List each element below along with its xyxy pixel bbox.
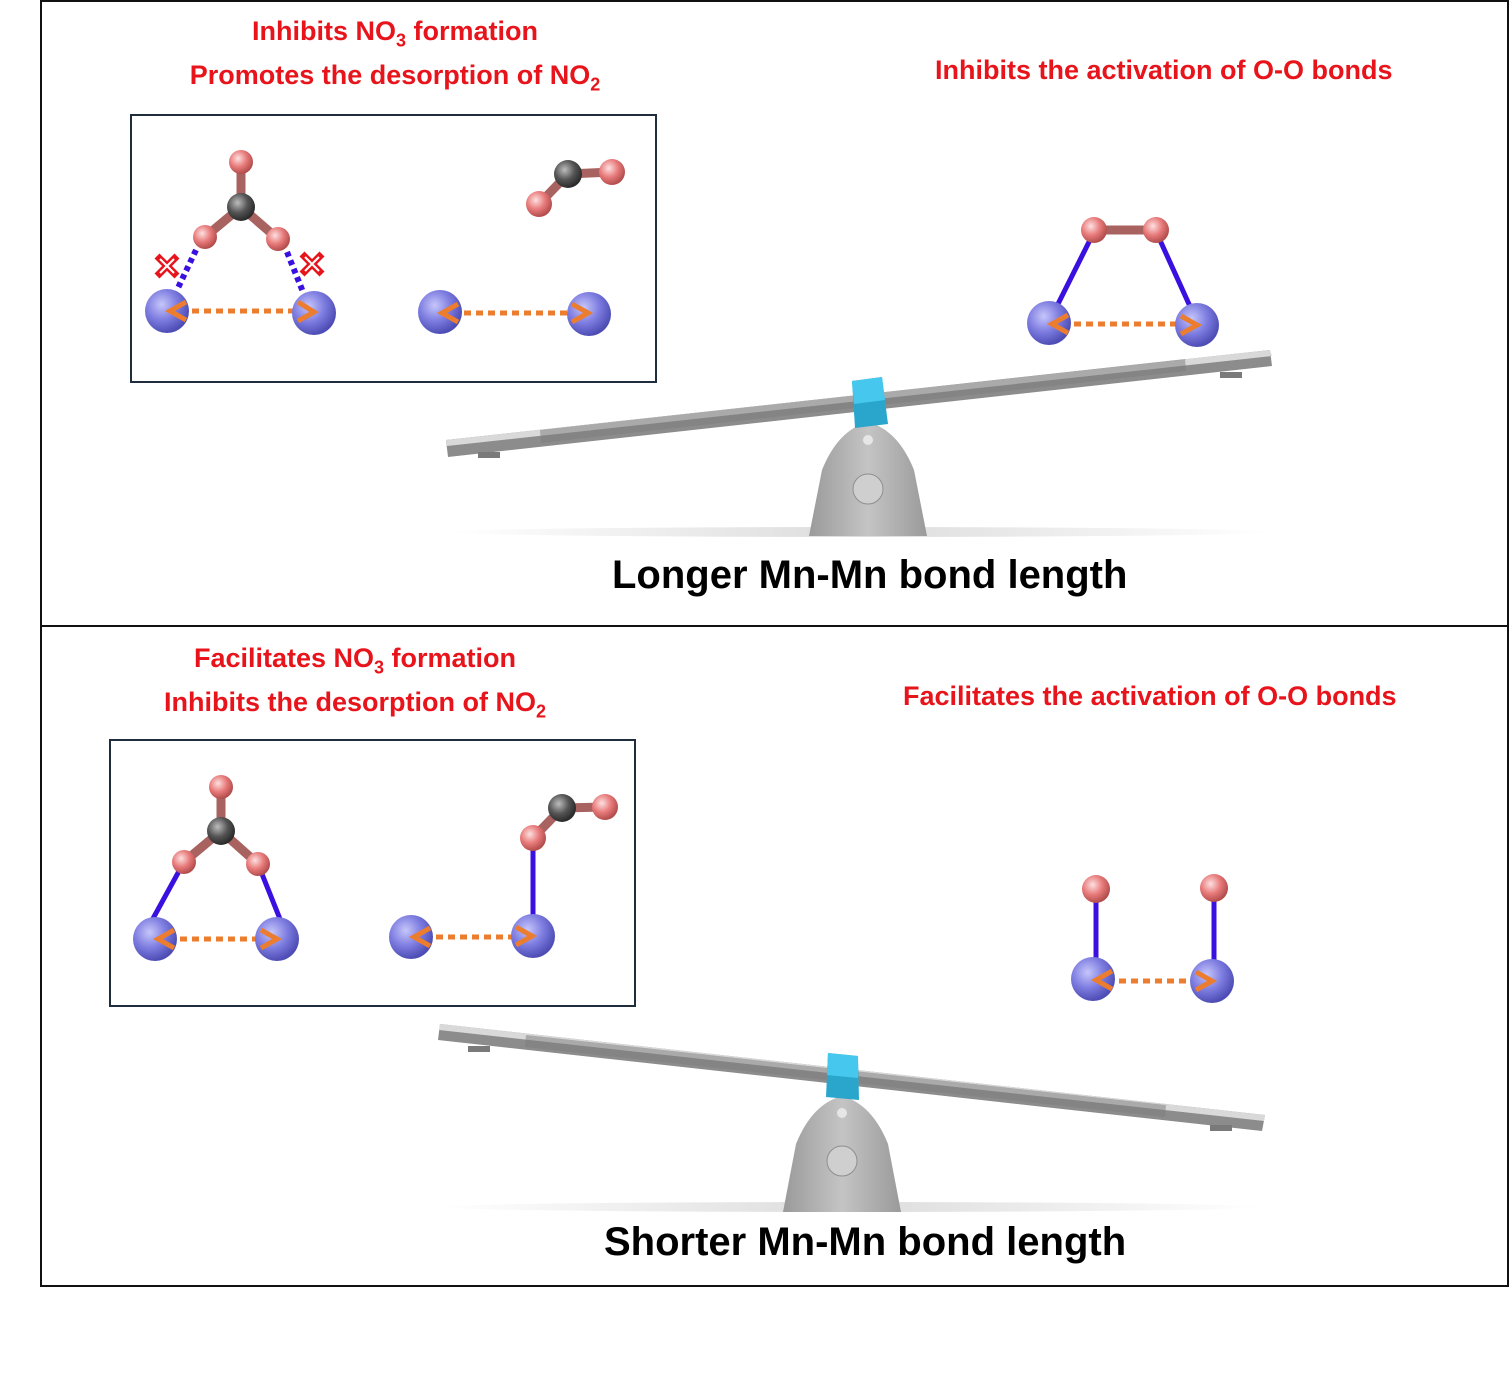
nitrate-bound-structure bbox=[133, 775, 299, 961]
no2-adsorbed-structure bbox=[389, 794, 618, 959]
nitrate-blocked-structure bbox=[145, 150, 336, 335]
blocked-bond-cross-icon bbox=[154, 253, 180, 279]
nitrate-effect-line1: Facilitates NO3 formation bbox=[193, 643, 517, 678]
oxygen-atom-icon bbox=[1200, 874, 1228, 902]
oxygen-atom-icon bbox=[599, 159, 625, 185]
panel-caption: Longer Mn-Mn bond length bbox=[612, 553, 1128, 597]
oxygen-effect-label: Inhibits the activation of O-O bonds bbox=[935, 55, 1393, 85]
seesaw-icon bbox=[438, 1024, 1265, 1212]
blocked-bond-cross-icon bbox=[299, 251, 325, 277]
oxygen-atom-icon bbox=[1082, 875, 1110, 903]
o2-weakly-bound-structure bbox=[1027, 217, 1219, 347]
oxygen-atom-icon bbox=[193, 225, 217, 249]
oxygen-effect-label: Facilitates the activation of O-O bonds bbox=[903, 681, 1397, 711]
nitrate-effect-label: Facilitates NO3 formation Inhibits the d… bbox=[130, 641, 580, 730]
oxygen-atom-icon bbox=[229, 150, 253, 174]
oxygen-atom-icon bbox=[209, 775, 233, 799]
no2-desorbed-structure bbox=[418, 159, 625, 336]
panel-shorter-bond bbox=[40, 625, 1509, 1287]
oxygen-atom-icon bbox=[592, 794, 618, 820]
nitrate-inset-box bbox=[130, 114, 657, 383]
nitrogen-atom-icon bbox=[207, 817, 235, 845]
nitrogen-atom-icon bbox=[554, 160, 582, 188]
nitrogen-atom-icon bbox=[548, 794, 576, 822]
oxygen-atom-icon bbox=[1081, 217, 1107, 243]
seesaw-icon bbox=[446, 350, 1272, 537]
oxygen-atom-icon bbox=[246, 852, 270, 876]
nitrate-effect-label: Inhibits NO3 formation Promotes the deso… bbox=[150, 14, 640, 103]
oxygen-atom-icon bbox=[266, 227, 290, 251]
nitrogen-atom-icon bbox=[227, 193, 255, 221]
nitrate-inset-box bbox=[109, 739, 636, 1007]
nitrate-effect-line1: Inhibits NO3 formation bbox=[251, 16, 538, 51]
nitrate-effect-line2: Promotes the desorption of NO2 bbox=[189, 60, 601, 95]
oxygen-atom-icon bbox=[172, 850, 196, 874]
panel-caption: Shorter Mn-Mn bond length bbox=[604, 1220, 1127, 1264]
nitrate-effect-line2: Inhibits the desorption of NO2 bbox=[164, 687, 546, 722]
oxygen-atom-icon bbox=[526, 191, 552, 217]
oxygen-atom-icon bbox=[520, 825, 546, 851]
o2-dissociated-structure bbox=[1071, 874, 1234, 1003]
oxygen-atom-icon bbox=[1143, 217, 1169, 243]
